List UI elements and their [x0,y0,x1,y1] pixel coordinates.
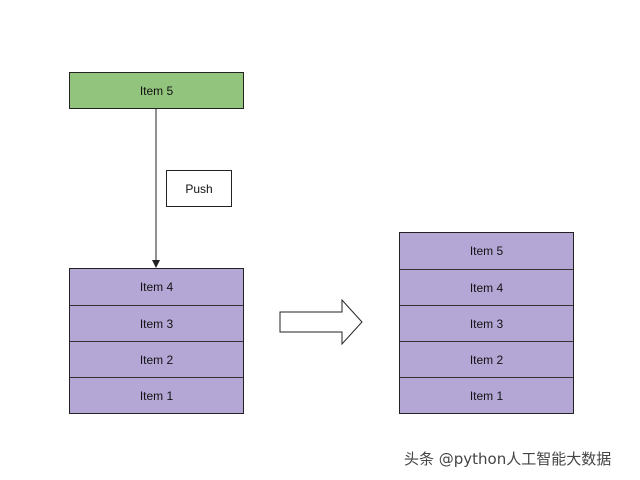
stack-before-item-label: Item 2 [139,352,174,367]
stack-after-item-label: Item 4 [469,280,504,295]
stack-after-item-label: Item 5 [469,244,504,258]
stack-after-item: Item 5 [400,233,573,269]
push-label-box: Push [166,170,232,207]
stack-after-item-label: Item 1 [469,388,504,403]
stack-after-item: Item 1 [400,377,573,413]
stack-after-item-label: Item 2 [469,352,504,367]
push-label: Push [185,181,213,196]
stack-before-item: Item 2 [70,341,243,377]
stack-before-item: Item 1 [70,377,243,413]
watermark-text: 头条 @python人工智能大数据 [404,450,612,468]
stack-before-item-label: Item 3 [139,316,174,331]
stack-before-item: Item 4 [70,269,243,305]
right-arrow-icon [279,298,363,346]
stack-before-item-label: Item 4 [139,280,174,294]
stack-before-item: Item 3 [70,305,243,341]
stack-before: Item 4 Item 3 Item 2 Item 1 [69,268,244,414]
incoming-item-label: Item 5 [139,83,174,98]
incoming-item-box: Item 5 [69,72,244,109]
stack-after: Item 5 Item 4 Item 3 Item 2 Item 1 [399,232,574,414]
stack-before-item-label: Item 1 [139,388,174,403]
stack-after-item: Item 3 [400,305,573,341]
stack-after-item: Item 4 [400,269,573,305]
stack-after-item: Item 2 [400,341,573,377]
stack-after-item-label: Item 3 [469,316,504,331]
